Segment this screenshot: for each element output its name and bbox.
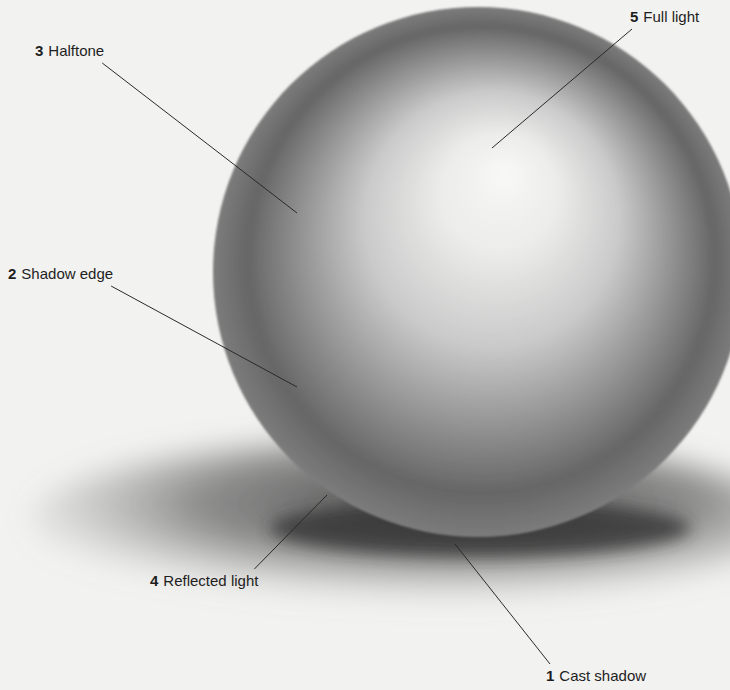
callout-label: 5 Full light <box>630 8 699 26</box>
leader-line <box>111 286 297 387</box>
callout-number: 1 <box>546 667 554 684</box>
callout-label: 2 Shadow edge <box>8 265 113 283</box>
leader-line <box>102 63 297 213</box>
part-name: Full light <box>643 8 699 25</box>
callout-label: 3 Halftone <box>35 42 104 60</box>
leader-line <box>455 544 550 664</box>
leader-line <box>492 29 632 148</box>
part-name: Reflected light <box>163 572 258 589</box>
sphere <box>213 7 730 537</box>
part-name: Halftone <box>48 42 104 59</box>
callout-number: 5 <box>630 8 638 25</box>
callout-number: 2 <box>8 265 16 282</box>
callout-number: 4 <box>150 572 158 589</box>
leader-line <box>254 495 327 569</box>
callout-label: 4 Reflected light <box>150 572 258 590</box>
callout-number: 3 <box>35 42 43 59</box>
callout-label: 1 Cast shadow <box>546 667 646 685</box>
part-name: Shadow edge <box>21 265 113 282</box>
part-name: Cast shadow <box>559 667 646 684</box>
